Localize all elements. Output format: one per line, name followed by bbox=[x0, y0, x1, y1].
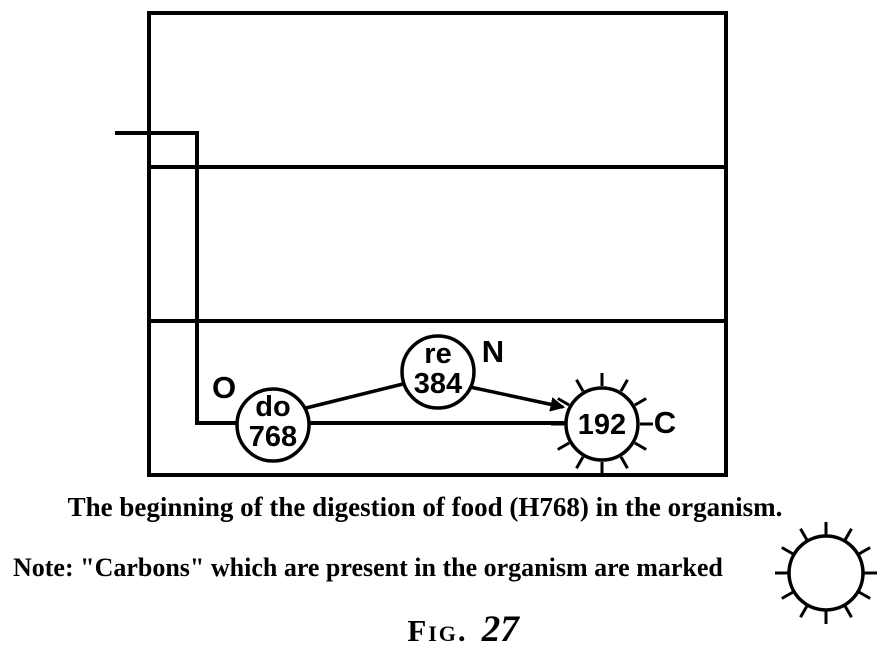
food-entry-line bbox=[115, 131, 273, 425]
figure-label: Fig. bbox=[407, 613, 468, 648]
figure-caption: The beginning of the digestion of food (… bbox=[67, 492, 783, 522]
node-do-label: do bbox=[255, 391, 290, 423]
carbon-tick bbox=[619, 456, 629, 469]
carbon-tick bbox=[799, 528, 809, 542]
node-re-value: 384 bbox=[414, 368, 462, 400]
note-carbon-icon bbox=[787, 534, 865, 612]
connector-re-192-arrow bbox=[469, 385, 566, 412]
node-re-label: re bbox=[424, 338, 451, 370]
node-do-value: 768 bbox=[249, 421, 297, 453]
carbon-tick bbox=[575, 379, 585, 392]
carbon-tick bbox=[634, 441, 647, 451]
carbon-tick bbox=[781, 546, 795, 556]
carbon-tick bbox=[843, 604, 853, 618]
connector-do-re bbox=[305, 382, 404, 410]
carbon-tick bbox=[557, 397, 570, 407]
carbon-tick bbox=[634, 397, 647, 407]
figure-number-line: Fig. 27 bbox=[18, 608, 890, 651]
node-do-768-circle bbox=[235, 387, 311, 463]
carbon-ticks-note-icon bbox=[775, 522, 877, 624]
node-192-value: 192 bbox=[578, 409, 626, 441]
figure-number: 27 bbox=[481, 609, 519, 650]
carbon-tick bbox=[557, 441, 570, 451]
carbon-tick bbox=[619, 379, 629, 392]
carbon-tick bbox=[781, 590, 795, 600]
carbon-tick bbox=[857, 590, 871, 600]
node-re-384-circle bbox=[400, 334, 476, 410]
organism-box bbox=[147, 11, 728, 477]
node-192-carbon-circle bbox=[564, 386, 640, 462]
carbon-tick bbox=[799, 604, 809, 618]
carbon-tick bbox=[857, 546, 871, 556]
figure-note: Note: "Carbons" which are present in the… bbox=[13, 553, 723, 582]
letter-o: O bbox=[212, 370, 236, 405]
carbon-tick bbox=[575, 456, 585, 469]
carbon-ticks-node-192 bbox=[551, 373, 653, 475]
letter-n: N bbox=[482, 334, 504, 369]
carbon-tick bbox=[843, 528, 853, 542]
letter-c: C bbox=[654, 405, 676, 440]
